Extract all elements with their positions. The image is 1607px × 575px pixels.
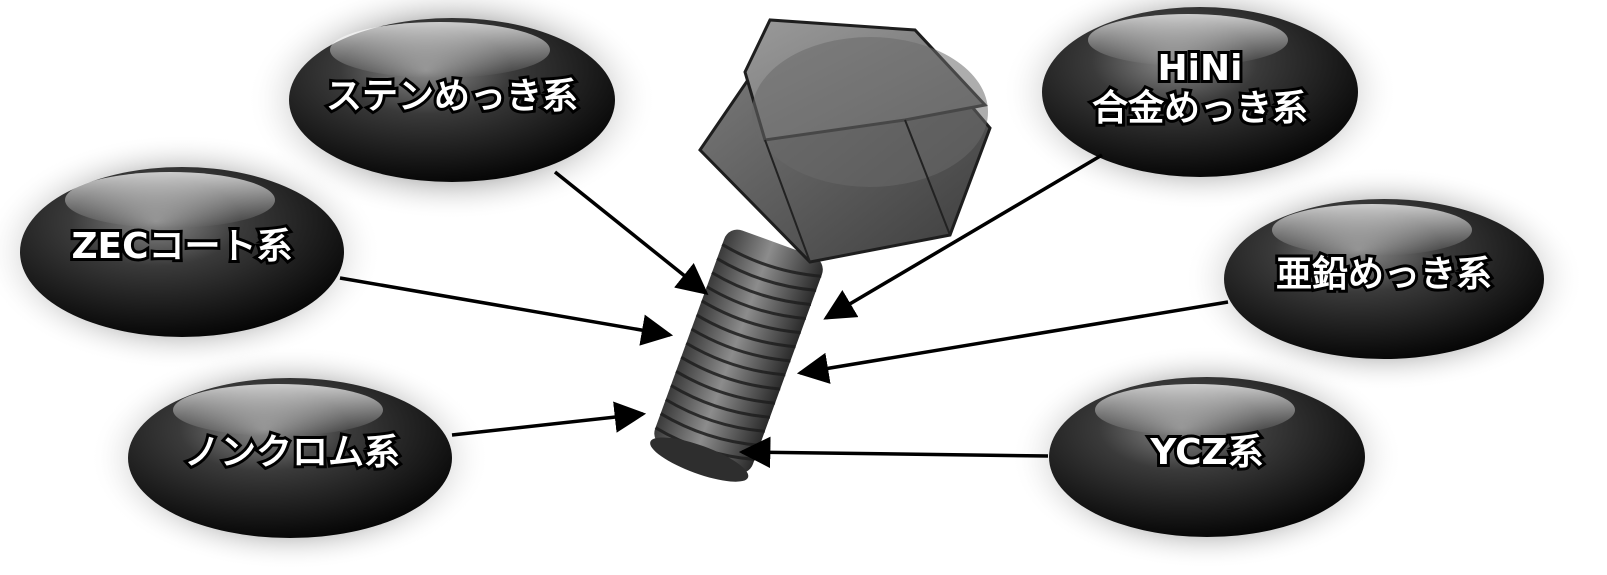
bubble-ycz: [1011, 345, 1403, 569]
arrow-zec: [339, 276, 674, 346]
arrow-sten: [553, 170, 709, 295]
label-zinc-plating: 亜鉛めっき系: [1273, 252, 1495, 298]
label-ycz: YCZ系: [1147, 430, 1266, 476]
bubble-zinc: [1184, 167, 1584, 391]
label-line: YCZ系: [1147, 430, 1266, 476]
bubble-nonchrome: [90, 346, 490, 570]
label-line: ZECコート系: [68, 224, 295, 270]
arrow-zinc: [796, 300, 1229, 384]
arrow-hini: [823, 153, 1103, 320]
label-zec-coat: ZECコート系: [68, 224, 295, 270]
bubble-zec: [0, 134, 382, 370]
bubble-sten: [247, 0, 657, 220]
arrow-ycz: [738, 436, 1049, 469]
label-line-2: 合金めっき系: [1089, 86, 1311, 132]
label-line: ステンめっき系: [323, 74, 581, 120]
label-nonchrome: ノンクロム系: [181, 430, 403, 476]
label-sten-plating: ステンめっき系: [323, 74, 581, 120]
label-line-1: HiNi: [1155, 46, 1246, 92]
arrow-nonchrome: [451, 401, 647, 437]
label-line: ノンクロム系: [181, 430, 403, 476]
label-hini-alloy-plating: HiNi 合金めっき系: [1089, 46, 1311, 132]
bolt-illustration: [650, 18, 992, 482]
label-line: 亜鉛めっき系: [1273, 252, 1495, 298]
